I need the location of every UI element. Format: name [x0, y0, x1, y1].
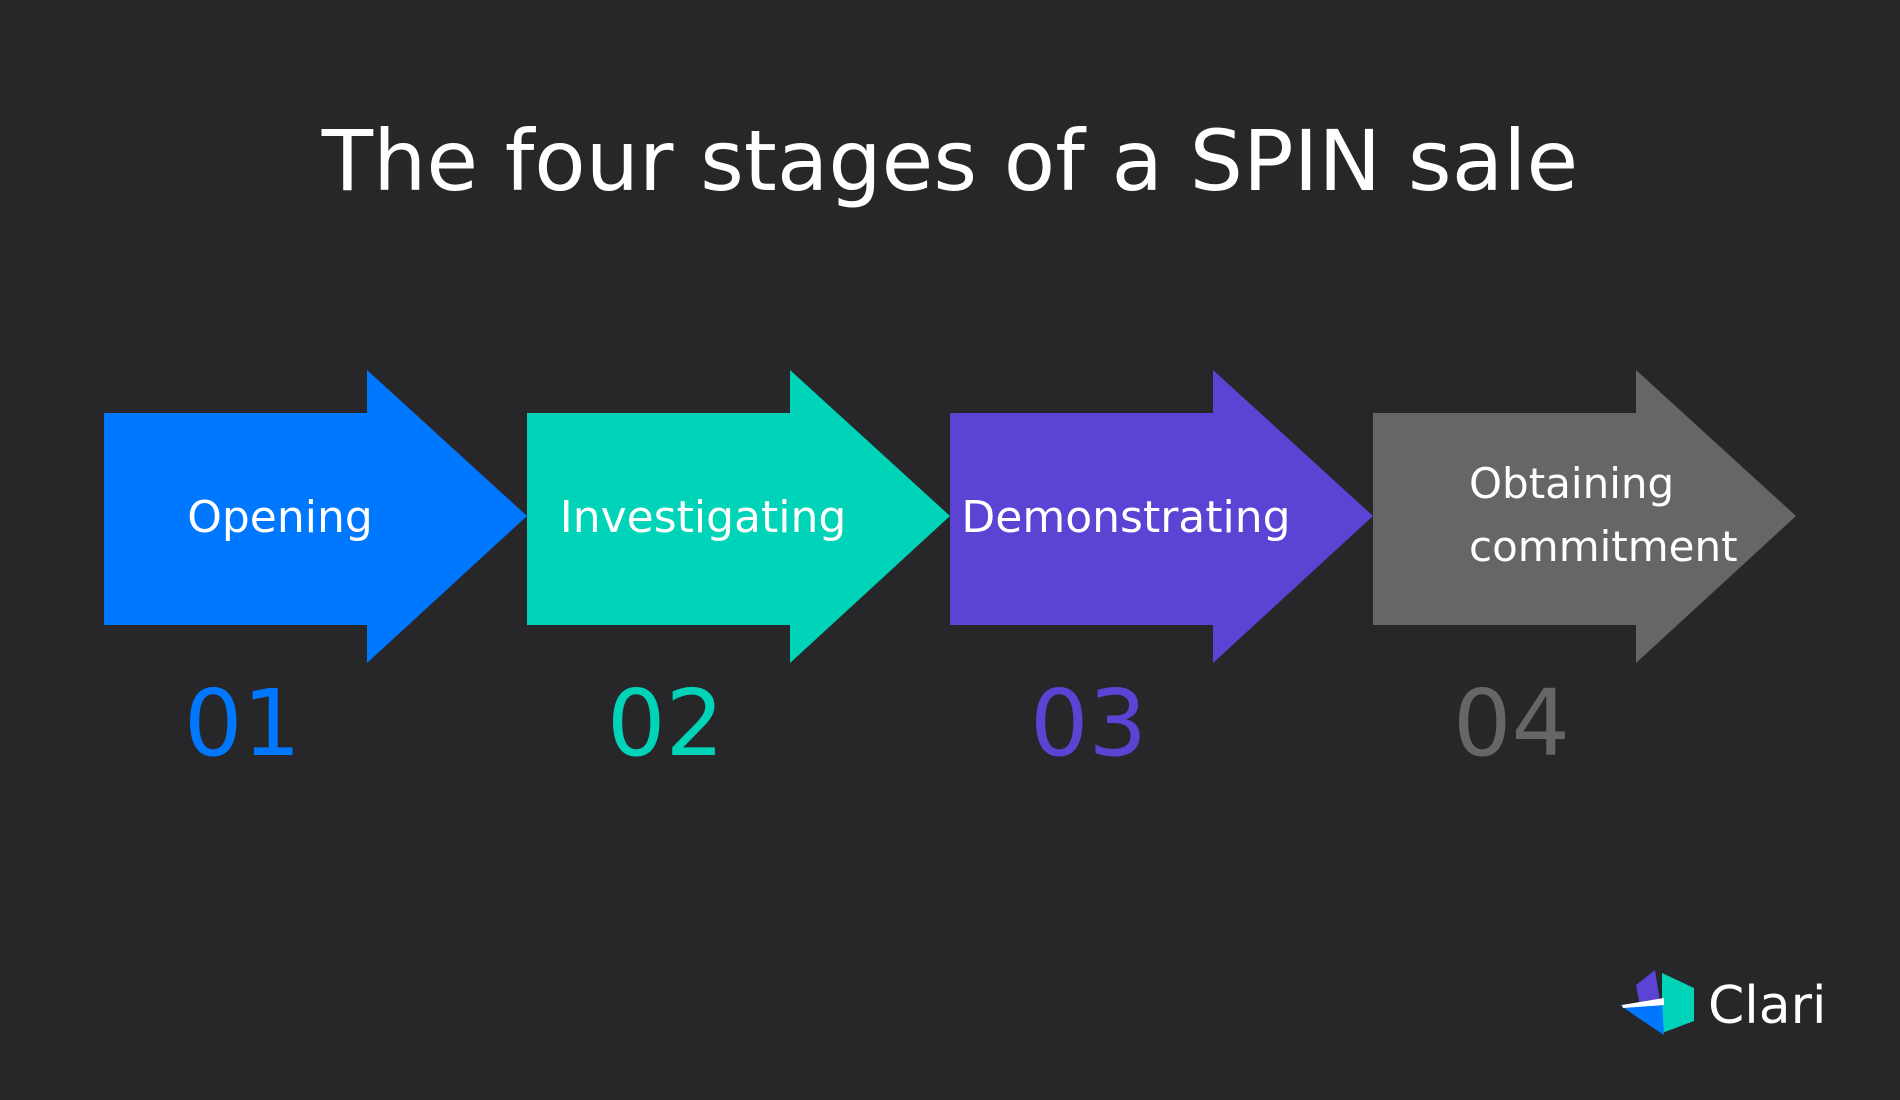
- stage-4-label: Obtaining commitment: [1469, 459, 1738, 571]
- clari-logo: Clari: [1620, 970, 1826, 1036]
- stage-4-arrow: [1373, 370, 1796, 663]
- stage-1-label-line-1: Opening: [187, 492, 373, 543]
- stage-1-label: Opening: [187, 492, 373, 543]
- stage-1-number: 01: [184, 670, 301, 777]
- stage-2: Investigating 02: [527, 370, 950, 777]
- logo-wordmark: Clari: [1708, 976, 1826, 1036]
- diagram-title: The four stages of a SPIN sale: [321, 112, 1578, 210]
- stage-3-arrow: [950, 370, 1373, 663]
- stage-2-number: 02: [607, 670, 724, 777]
- stage-1-arrow: [104, 370, 527, 663]
- logo-icon-white-shard: [1622, 998, 1664, 1008]
- stage-4: Obtaining commitment 04: [1373, 370, 1796, 777]
- stage-3-label-line-1: Demonstrating: [961, 492, 1290, 543]
- stage-3-label: Demonstrating: [961, 492, 1290, 543]
- stage-4-number: 04: [1453, 670, 1570, 777]
- stage-2-label: Investigating: [560, 492, 847, 543]
- stage-1: Opening 01: [104, 370, 527, 777]
- stage-3-number: 03: [1030, 670, 1147, 777]
- stage-2-label-line-1: Investigating: [560, 492, 847, 543]
- logo-icon-green-shard: [1662, 973, 1694, 1033]
- stage-2-arrow: [527, 370, 950, 663]
- logo-icon-blue-shard: [1620, 1000, 1664, 1035]
- stage-4-label-line-2: commitment: [1469, 522, 1738, 571]
- clari-logo-icon: [1620, 970, 1694, 1035]
- stage-3: Demonstrating 03: [950, 370, 1373, 777]
- stages-row: Opening 01 Investigating 02 Demonstrating 03 O…: [104, 370, 1796, 777]
- stage-4-label-line-1: Obtaining: [1469, 459, 1674, 508]
